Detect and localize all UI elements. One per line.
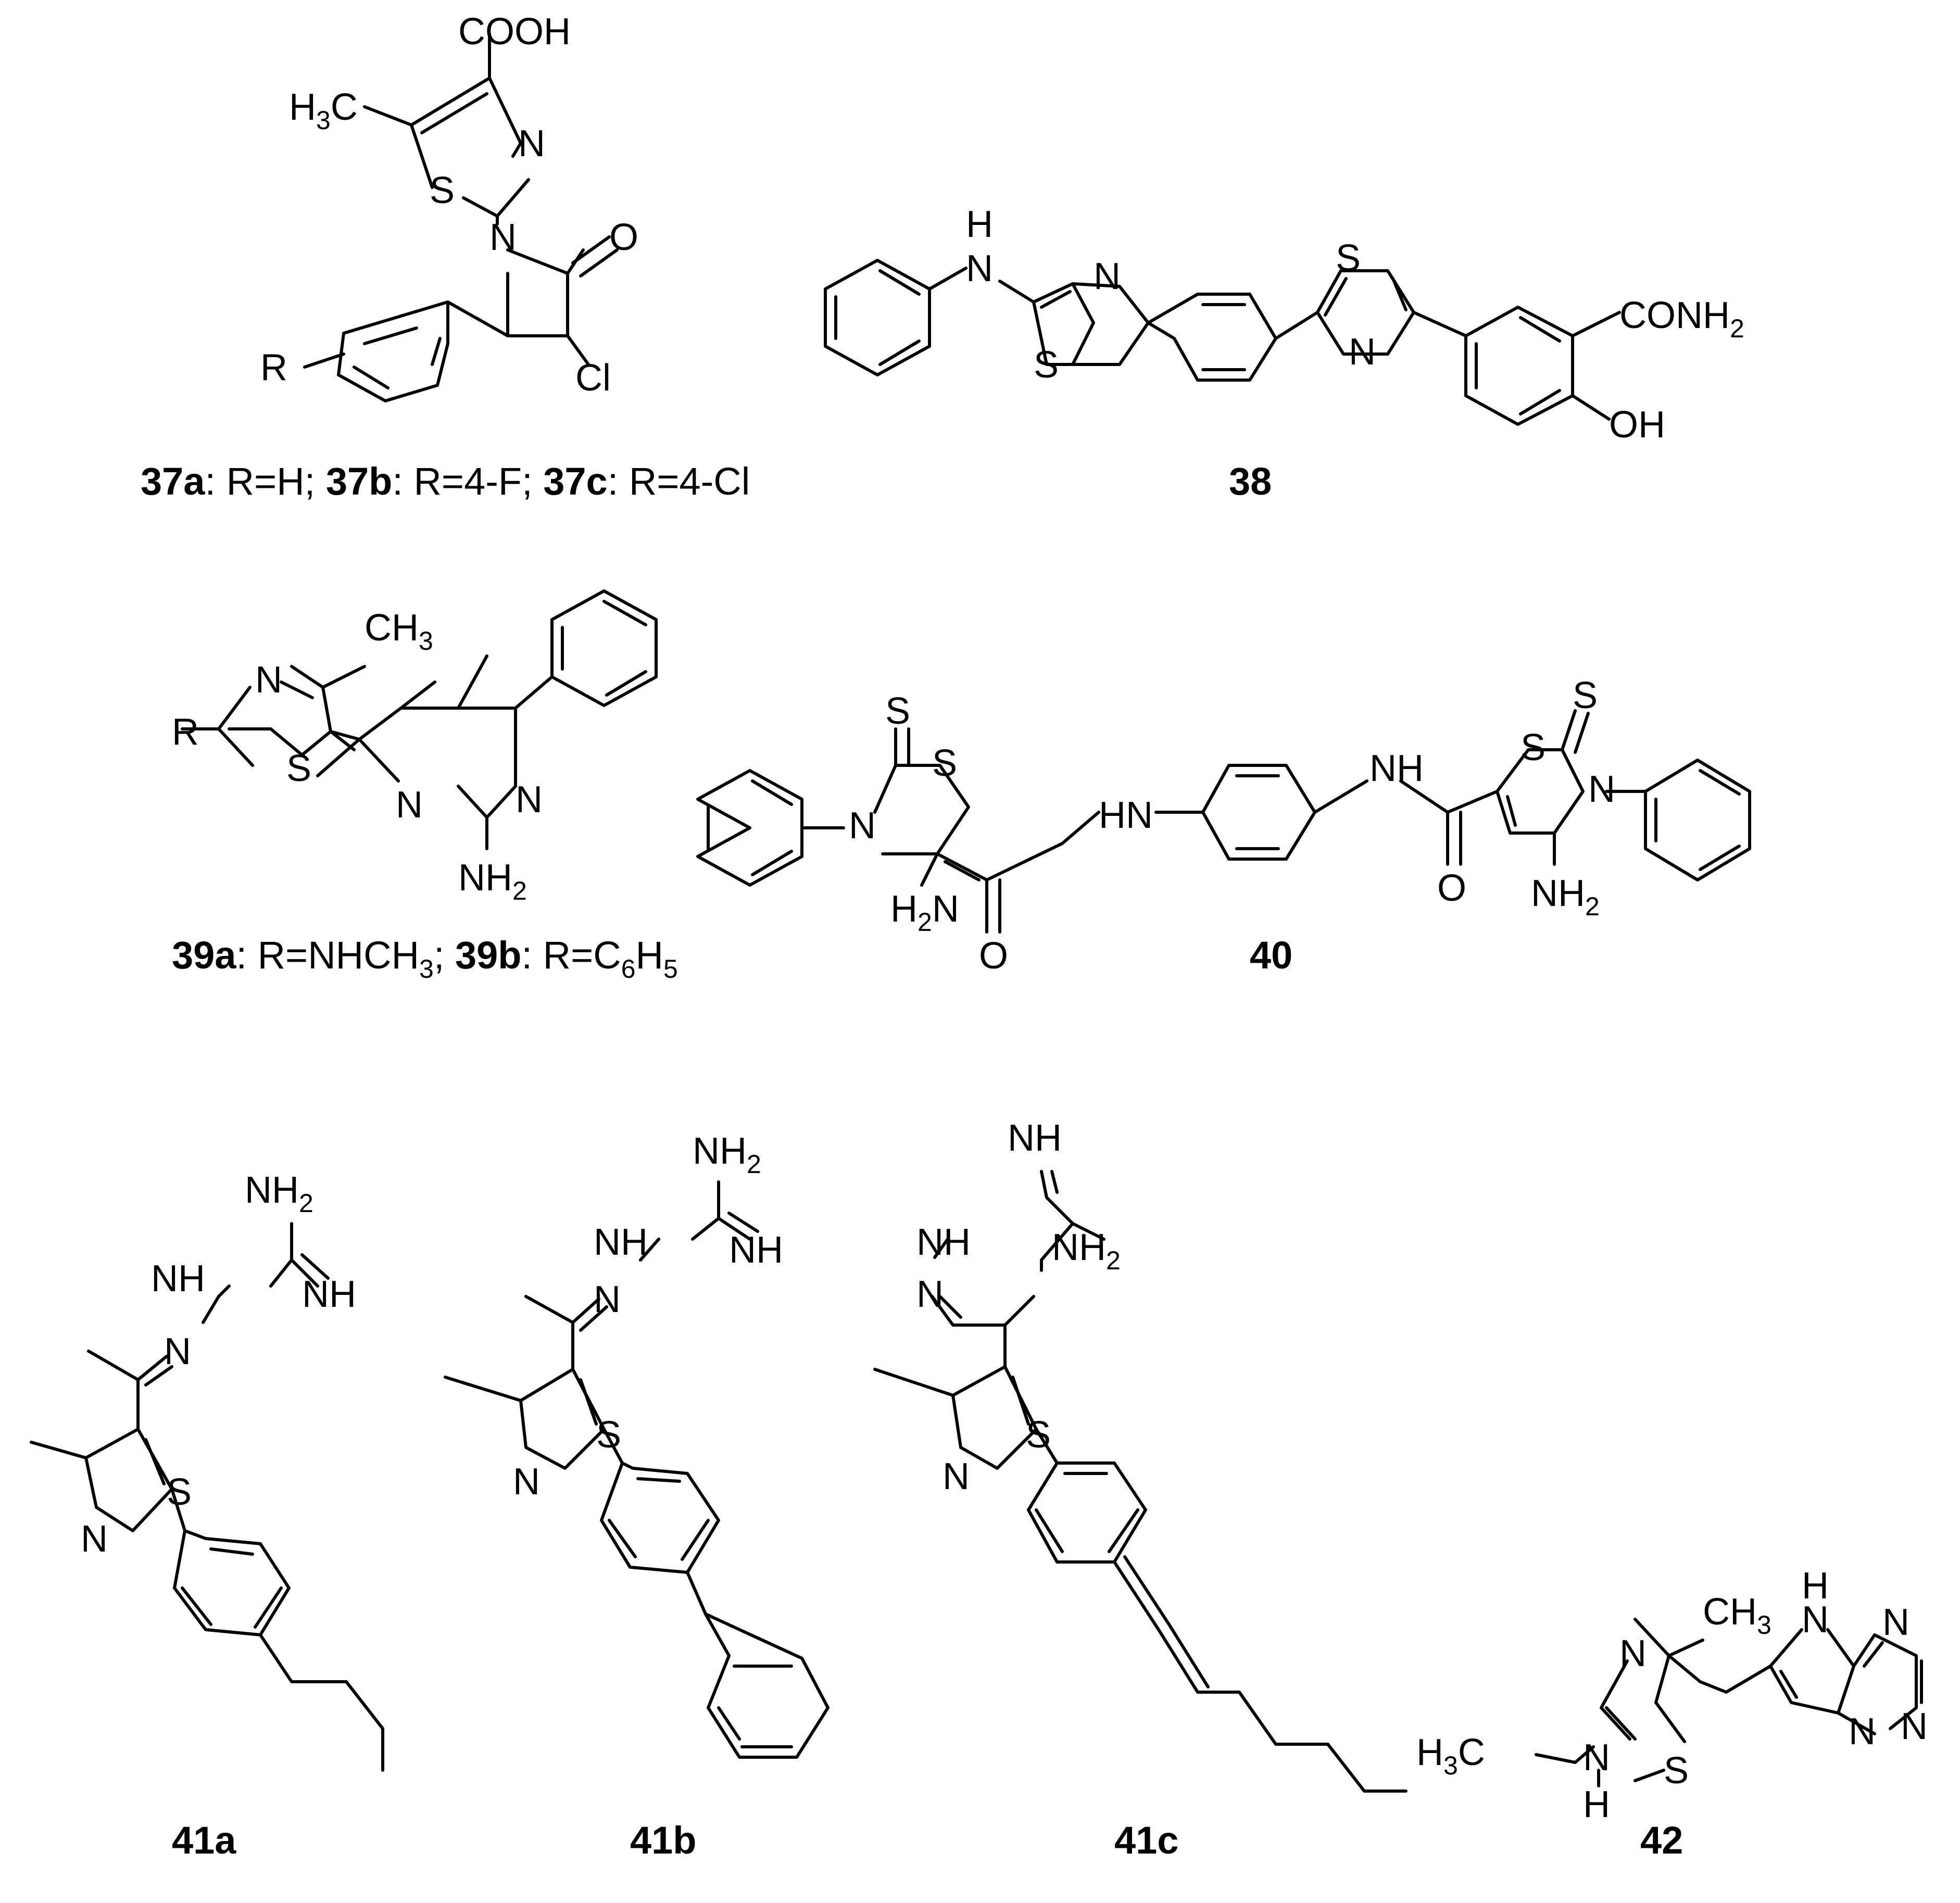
label-s-thiazole: S bbox=[430, 170, 455, 211]
label-h3c: H3C bbox=[289, 86, 358, 135]
label-r-37: R bbox=[260, 347, 287, 388]
label-o-lactam: O bbox=[609, 217, 638, 258]
label-nh-imine-41c: NH bbox=[1008, 1117, 1062, 1159]
label-n-pyr2: N bbox=[516, 779, 543, 821]
label-ch3-39: CH3 bbox=[365, 607, 433, 656]
label-r-39: R bbox=[172, 711, 199, 753]
structure-38: H N N S S N CONH2 OH bbox=[824, 204, 1744, 446]
caption-37: 37a: R=H; 37b: R=4-F; 37c: R=4-Cl bbox=[141, 460, 750, 503]
label-s-thz2: S bbox=[1336, 237, 1361, 279]
label-nthz-41b: N bbox=[513, 1461, 540, 1503]
label-nh-41b: NH bbox=[594, 1221, 648, 1263]
label-nh2-41c: NH2 bbox=[1052, 1227, 1121, 1275]
label-n-41c: N bbox=[916, 1274, 944, 1315]
label-h3c-42: H3C bbox=[1416, 1732, 1485, 1780]
label-ch3-42: CH3 bbox=[1703, 1591, 1771, 1640]
label-conh2: CONH2 bbox=[1619, 295, 1744, 343]
label-n-amine-42: N bbox=[1583, 1737, 1610, 1779]
label-s-thione-r: S bbox=[1573, 675, 1598, 716]
label-nh2-41b: NH2 bbox=[693, 1130, 761, 1179]
label-n-thz2: N bbox=[1349, 331, 1376, 373]
label-n-rhod-l: N bbox=[849, 805, 876, 847]
label-n-thz-42: N bbox=[1619, 1633, 1647, 1674]
label-nh2-41a: NH2 bbox=[245, 1169, 313, 1218]
label-h-38: H bbox=[966, 204, 993, 245]
label-s-thz-39: S bbox=[286, 748, 311, 789]
label-hn: HN bbox=[1099, 795, 1153, 836]
label-s-thz-42: S bbox=[1664, 1750, 1689, 1792]
structure-37: COOH H3C N S N O Cl R bbox=[260, 11, 638, 402]
label-nh2-40: NH2 bbox=[1531, 873, 1600, 921]
caption-41c: 41c bbox=[1114, 1819, 1178, 1862]
label-nh-r: NH bbox=[1370, 748, 1424, 789]
structure-40: S N S H2N O HN NH O S S N NH2 bbox=[696, 675, 1751, 977]
label-nhi-41b: NH bbox=[729, 1229, 783, 1271]
label-nh2-39: NH2 bbox=[458, 857, 527, 905]
label-h2n: H2N bbox=[890, 888, 959, 937]
label-n-38: N bbox=[966, 248, 993, 289]
structure-41a: NH2 NH NH N S N bbox=[30, 1169, 384, 1772]
caption-41b: 41b bbox=[630, 1819, 697, 1862]
label-cooh: COOH bbox=[458, 11, 571, 53]
label-n-41b: N bbox=[594, 1279, 621, 1320]
structure-41b: NH2 NH NH N S N bbox=[444, 1130, 830, 1759]
caption-41a: 41a bbox=[172, 1819, 236, 1862]
label-n-imid-42: N bbox=[1802, 1599, 1829, 1641]
label-s-41c: S bbox=[1026, 1414, 1051, 1456]
label-oh: OH bbox=[1609, 404, 1665, 446]
label-nh-41c: NH bbox=[916, 1221, 971, 1263]
label-s-ring-r: S bbox=[1521, 727, 1546, 768]
label-s-ring-l: S bbox=[932, 742, 957, 784]
label-o-r: O bbox=[1437, 867, 1466, 909]
label-n-lactam: N bbox=[489, 217, 517, 258]
label-s-thione-l: S bbox=[885, 690, 910, 732]
label-nthz-41a: N bbox=[81, 1518, 108, 1560]
label-n-41a: N bbox=[164, 1331, 191, 1372]
structure-41c: NH NH NH2 N S N bbox=[873, 1117, 1408, 1793]
label-nh-41a: NH bbox=[151, 1258, 205, 1300]
label-n-pyr1: N bbox=[396, 784, 423, 826]
label-n-thz1: N bbox=[1094, 256, 1121, 297]
label-s-41a: S bbox=[167, 1471, 192, 1513]
label-nhi-41a: NH bbox=[302, 1274, 356, 1315]
label-n-thz-39: N bbox=[255, 659, 282, 701]
caption-39: 39a: R=NHCH3; 39b: R=C6H5 bbox=[172, 934, 678, 984]
caption-38: 38 bbox=[1229, 460, 1272, 503]
label-n-thiazole: N bbox=[518, 123, 545, 165]
structure-42: CH3 N H3C N H S H N N N N bbox=[1416, 1565, 1928, 1825]
label-cl: Cl bbox=[575, 357, 611, 399]
label-s-thz1: S bbox=[1034, 344, 1059, 386]
label-nthz-41c: N bbox=[943, 1456, 970, 1497]
label-h-amine-42: H bbox=[1583, 1784, 1610, 1825]
structure-39: CH3 N R S N N NH2 bbox=[172, 589, 658, 905]
label-h-imid-42: H bbox=[1802, 1565, 1829, 1607]
label-o-l: O bbox=[979, 935, 1008, 977]
label-n-tri1-42: N bbox=[1882, 1602, 1909, 1643]
caption-40: 40 bbox=[1250, 934, 1292, 977]
label-s-41b: S bbox=[596, 1414, 621, 1456]
label-n-tri3-42: N bbox=[1901, 1706, 1928, 1747]
label-n-tri2-42: N bbox=[1849, 1711, 1876, 1753]
label-n-rhod-r: N bbox=[1588, 768, 1615, 810]
caption-42: 42 bbox=[1640, 1819, 1683, 1862]
